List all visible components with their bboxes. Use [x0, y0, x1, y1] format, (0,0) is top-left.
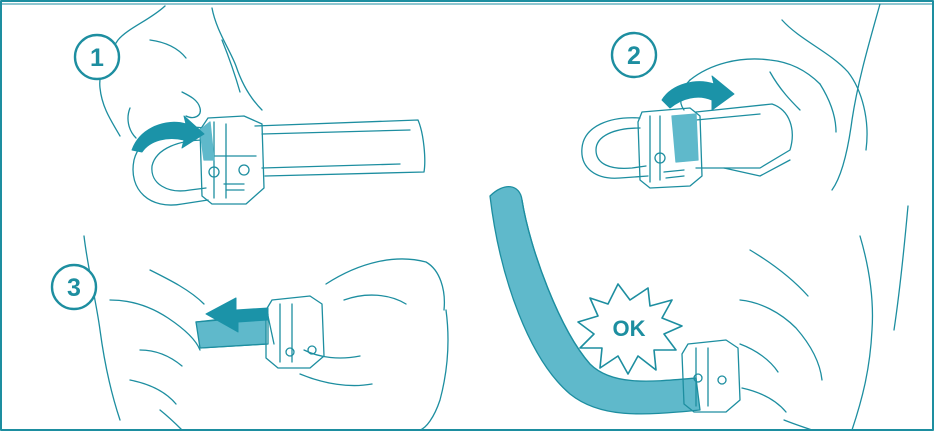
step-badge-3: 3: [50, 263, 98, 311]
step-number-1: 1: [90, 44, 104, 72]
step-1-illustration: [99, 5, 426, 206]
pull-arrow-icon: [205, 297, 269, 333]
rotate-arrow-icon: [131, 115, 205, 153]
result-illustration: [489, 186, 909, 431]
step-3-illustration: [83, 235, 449, 431]
ok-burst: OK: [577, 283, 683, 375]
step-number-3: 3: [67, 274, 81, 302]
step-badge-2: 2: [610, 31, 658, 79]
step-badge-1: 1: [73, 33, 121, 81]
starburst-icon: [577, 283, 683, 375]
ok-label: OK: [613, 316, 646, 341]
step-2-illustration: [581, 3, 881, 191]
step-number-2: 2: [627, 42, 641, 70]
rotate-arrow-icon: [661, 75, 735, 111]
